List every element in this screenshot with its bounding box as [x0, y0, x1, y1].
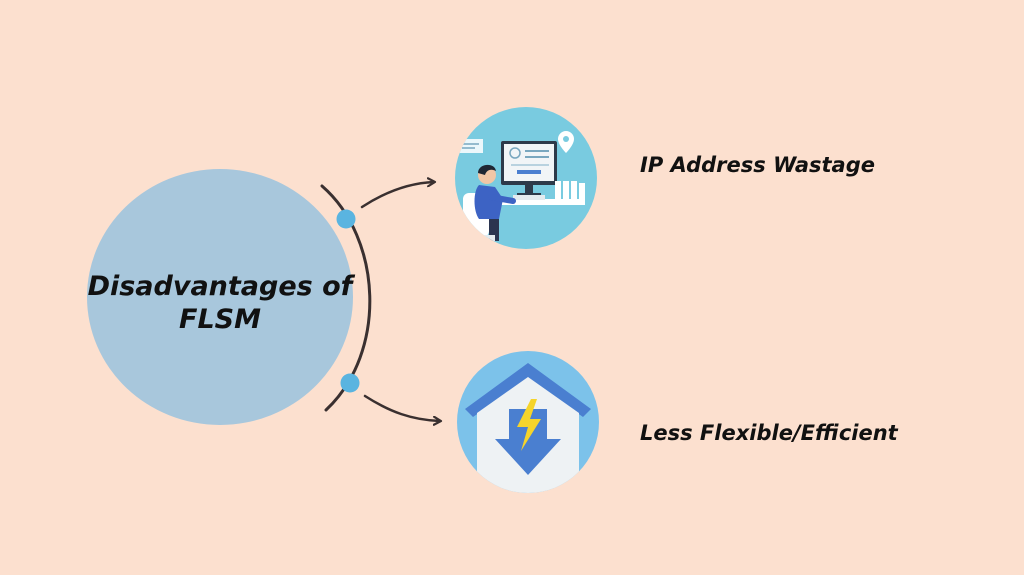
main-title-line-1: Disadvantages of: [87, 271, 353, 302]
house-energy-down-icon: [457, 351, 599, 493]
computer-user-icon: [455, 107, 597, 249]
connector-dot-bottom: [340, 373, 360, 393]
item-label-ip-address-wastage: IP Address Wastage: [640, 153, 875, 177]
main-topic-circle: [87, 169, 353, 425]
connector-dot-top: [336, 209, 356, 229]
arrow-to-top-item: [360, 182, 434, 209]
main-topic-title: Disadvantages of FLSM: [87, 270, 353, 336]
item-label-less-flexible: Less Flexible/Efficient: [640, 421, 898, 445]
main-title-line-2: FLSM: [179, 304, 261, 335]
arrow-to-bottom-item: [363, 394, 440, 421]
